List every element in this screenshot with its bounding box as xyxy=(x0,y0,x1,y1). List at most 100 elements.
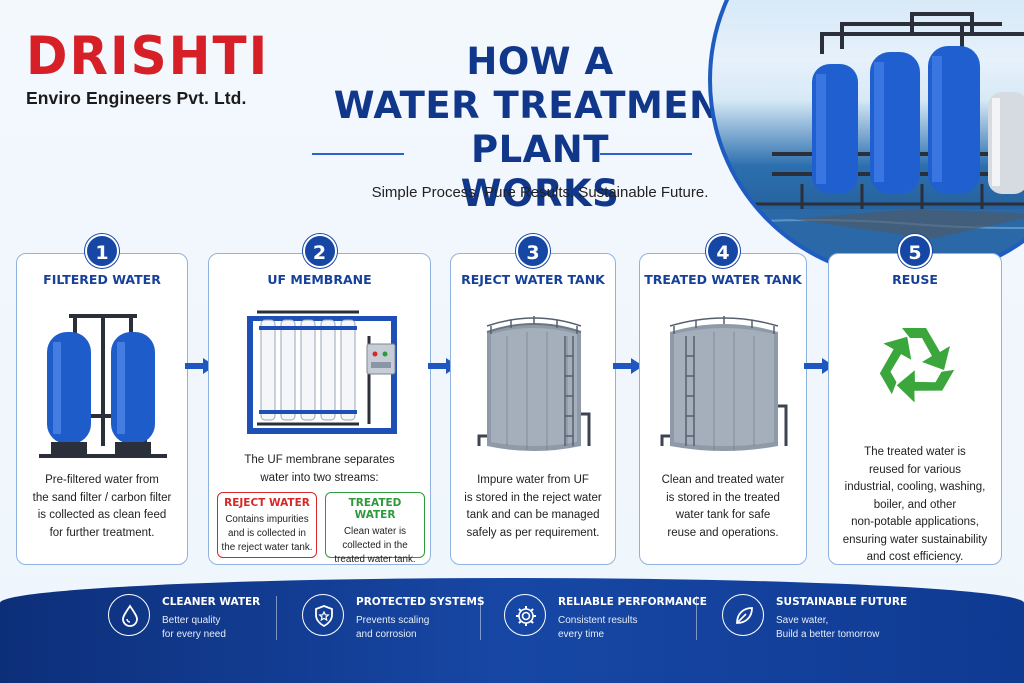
benefit-line: Consistent results xyxy=(558,615,638,626)
step-card-reuse: 5 REUSE The treated water is reu xyxy=(828,234,1002,567)
title-line-3: WORKS xyxy=(460,172,620,215)
benefit-title: RELIABLE PERFORMANCE xyxy=(558,596,707,608)
benefit-title: CLEANER WATER xyxy=(162,596,261,608)
step-illustration xyxy=(640,296,806,466)
benefit-sustainable-future: SUSTAINABLE FUTURE Save water, Build a b… xyxy=(722,592,922,652)
flow-arrow-icon xyxy=(185,358,215,374)
step-card-treated-water-tank: 4 TREATED WATER TANK xyxy=(639,234,807,565)
desc-line: reuse and operations. xyxy=(667,526,779,539)
step-number: 2 xyxy=(302,234,337,268)
flow-arrow-icon xyxy=(804,358,834,374)
step-title: UF MEMBRANE xyxy=(267,272,372,287)
filter-vessels-icon xyxy=(39,314,167,458)
leaf-icon xyxy=(722,594,764,636)
step-number: 3 xyxy=(516,234,550,268)
desc-line: Pre-filtered water from xyxy=(45,474,159,486)
reject-line: and is collected in xyxy=(228,528,306,539)
desc-line: water into two streams: xyxy=(260,471,379,484)
treated-water-title: TREATED WATER xyxy=(348,497,402,521)
benefit-line: and corrosion xyxy=(356,629,417,640)
benefit-title: PROTECTED SYSTEMS xyxy=(356,596,485,608)
step-illustration xyxy=(209,296,430,446)
title-line-1: HOW A xyxy=(466,40,614,83)
benefits-footer: CLEANER WATER Better quality for every n… xyxy=(0,578,1024,683)
desc-line: The UF membrane separates xyxy=(244,454,395,466)
desc-line: Clean and treated water xyxy=(661,474,785,486)
step-description: Clean and treated water is stored in the… xyxy=(648,472,798,542)
plant-illustration-icon xyxy=(712,12,1024,276)
step-title: REJECT WATER TANK xyxy=(461,272,605,287)
flow-arrow-icon xyxy=(613,358,643,374)
benefit-cleaner-water: CLEANER WATER Better quality for every n… xyxy=(108,592,278,652)
step-description: The UF membrane separates water into two… xyxy=(217,452,422,487)
step-number: 1 xyxy=(85,234,119,268)
logo-brand: DRISHTI xyxy=(26,25,270,87)
uf-membrane-skid-icon xyxy=(247,310,397,434)
step-illustration xyxy=(451,296,615,466)
desc-line: The treated water is xyxy=(864,446,966,458)
treated-line: collected in the xyxy=(342,540,408,551)
step-illustration xyxy=(17,296,187,466)
gear-icon xyxy=(504,594,546,636)
desc-line: is collected as clean feed xyxy=(37,509,167,521)
step-description: Impure water from UF is stored in the re… xyxy=(459,472,607,542)
treated-line: treated water tank. xyxy=(334,554,416,565)
benefit-line: every time xyxy=(558,629,605,640)
step-description: The treated water is reused for various … xyxy=(837,444,993,567)
plant-photo xyxy=(708,0,1024,280)
desc-line: water tank for safe xyxy=(675,509,771,521)
benefit-line: Save water, xyxy=(776,615,829,626)
title-rule-right xyxy=(600,153,692,155)
reject-line: Contains impurities xyxy=(225,514,309,525)
step-title: FILTERED WATER xyxy=(43,272,161,287)
desc-line: the sand filter / carbon filter xyxy=(32,491,172,504)
logo-subtitle: Enviro Engineers Pvt. Ltd. xyxy=(26,88,247,108)
benefit-line: for every need xyxy=(162,629,226,640)
step-card-filtered-water: 1 FILTERED WATER Pre-filtered water from… xyxy=(16,234,188,565)
benefit-protected-systems: PROTECTED SYSTEMS Prevents scaling and c… xyxy=(302,592,485,652)
water-drop-icon xyxy=(108,594,150,636)
treated-water-box: TREATED WATER Clean water is collected i… xyxy=(325,492,425,565)
title-rule-left xyxy=(312,153,404,155)
recycle-icon xyxy=(879,328,955,403)
step-number: 5 xyxy=(898,234,932,268)
step-card-reject-water-tank: 3 REJECT WATER TANK xyxy=(450,234,616,565)
footer-divider xyxy=(696,596,697,640)
desc-line: non-potable applications, xyxy=(851,516,979,528)
step-card-uf-membrane: 2 UF MEMBRANE xyxy=(208,234,431,565)
benefit-line: Prevents scaling xyxy=(356,615,430,626)
benefit-text: Consistent results every time xyxy=(558,614,708,642)
benefit-reliable-performance: RELIABLE PERFORMANCE Consistent results … xyxy=(504,592,707,652)
desc-line: for further treatment. xyxy=(49,526,155,539)
shield-star-icon xyxy=(302,594,344,636)
desc-line: Impure water from UF xyxy=(477,474,589,486)
storage-tank-icon xyxy=(660,316,788,451)
desc-line: boiler, and other xyxy=(873,498,957,511)
desc-line: tank and can be managed xyxy=(466,509,600,521)
benefit-text: Prevents scaling and corrosion xyxy=(356,614,506,642)
step-title: TREATED WATER TANK xyxy=(644,272,802,287)
reject-water-box: REJECT WATER Contains impurities and is … xyxy=(217,492,317,558)
benefit-line: Build a better tomorrow xyxy=(776,629,880,640)
benefit-text: Better quality for every need xyxy=(162,614,312,642)
company-logo: DRISHTI Enviro Engineers Pvt. Ltd. xyxy=(26,29,267,109)
footer-divider xyxy=(480,596,481,640)
desc-line: safely as per requirement. xyxy=(466,526,600,539)
step-number: 4 xyxy=(706,234,740,268)
step-title: REUSE xyxy=(892,272,938,287)
treated-line: Clean water is xyxy=(343,526,407,537)
reject-line: the reject water tank. xyxy=(221,542,313,553)
tagline: Simple Process. Pure Results. Sustainabl… xyxy=(371,184,709,201)
page-title: HOW A WATER TREATMENT PLANT WORKS xyxy=(290,40,790,216)
storage-tank-icon xyxy=(477,316,591,451)
desc-line: is stored in the reject water xyxy=(464,491,602,504)
desc-line: and cost efficiency. xyxy=(866,551,964,563)
desc-line: ensuring water sustainability xyxy=(842,533,988,546)
footer-divider xyxy=(276,596,277,640)
reject-water-title: REJECT WATER xyxy=(224,497,310,509)
title-line-2: WATER TREATMENT PLANT xyxy=(333,84,747,171)
desc-line: reused for various xyxy=(868,463,962,476)
benefit-line: Better quality xyxy=(162,615,221,626)
step-illustration xyxy=(829,296,1001,466)
